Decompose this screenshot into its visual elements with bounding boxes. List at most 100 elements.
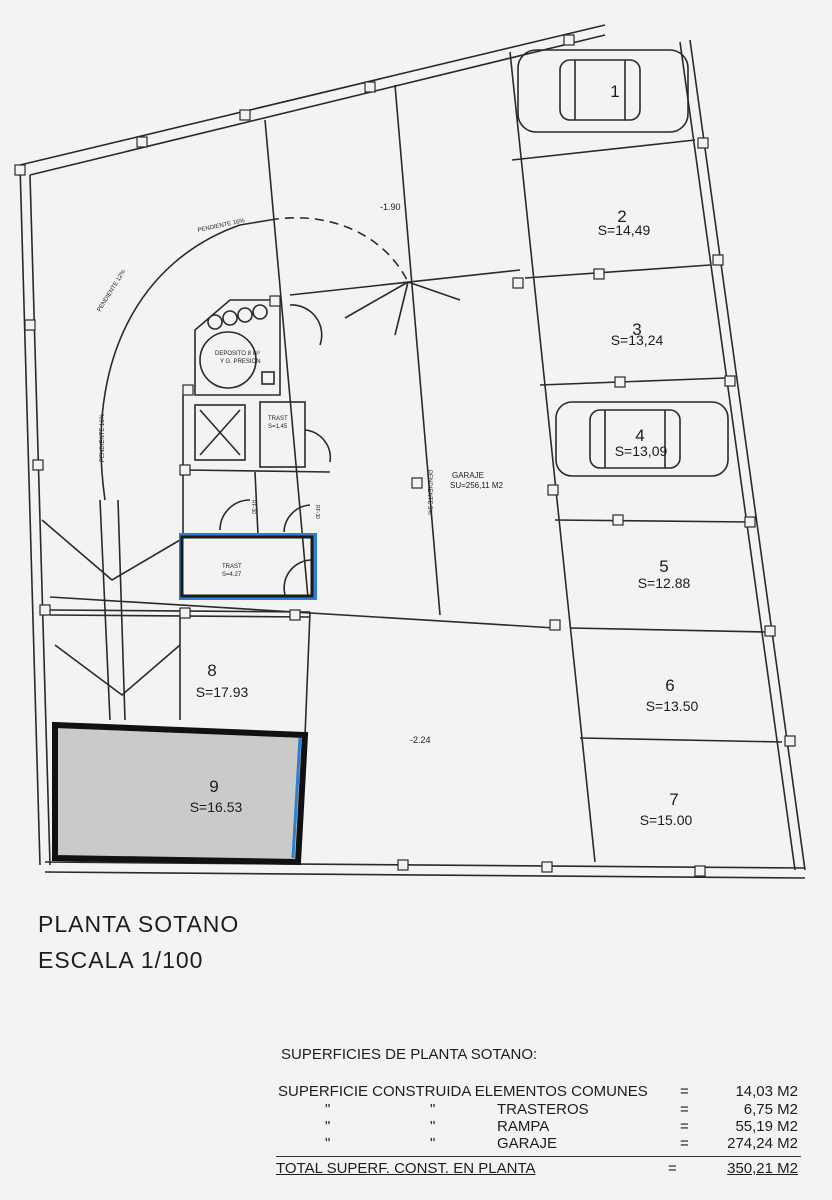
slot-7-area: S=15.00: [640, 812, 693, 828]
marker-icon: [612, 514, 624, 526]
eq-sign: =: [668, 1160, 677, 1177]
storage-lower-label-1: TRAST: [222, 564, 242, 570]
marker-icon: [179, 607, 191, 619]
marker-icon: [239, 109, 251, 121]
boundary-right-wall: [689, 39, 806, 871]
ramp-curve: [100, 219, 271, 501]
storage-upper-label-1: TRAST: [268, 416, 288, 422]
turning-line-2: [407, 281, 461, 301]
car-icon: [555, 401, 729, 477]
eq-sign: =: [680, 1101, 689, 1118]
deposit-label-1: DEPOSITO 8 m³: [215, 351, 260, 357]
parking-column-left: [509, 51, 596, 863]
ditto-mark: ": [430, 1118, 436, 1135]
ramp-chevrons-upper: [41, 519, 181, 581]
marker-icon: [364, 81, 376, 93]
total-value: 350,21 M2: [727, 1160, 798, 1177]
boundary-top-wall-inner: [29, 34, 606, 176]
deposit-door: [289, 304, 323, 346]
slot-9-blue-edge: [291, 737, 302, 859]
slope-label-mid: PENDIENTE 5%: [426, 470, 432, 515]
boundary-bottom-wall-inner: [44, 871, 806, 879]
row-label-storage: TRASTEROS: [497, 1101, 589, 1118]
ramp-wall-line: [264, 119, 309, 599]
tank-circle-4: [252, 304, 268, 320]
slot-6-area: S=13.50: [646, 698, 699, 714]
corridor-wall: [254, 471, 259, 536]
parking-divider-6-7: [579, 737, 783, 743]
boundary-left-wall-inner: [29, 174, 51, 866]
slot-2-area: S=14,49: [598, 222, 651, 238]
marker-icon: [14, 164, 26, 176]
deposit-label-2: Y G. PRESION: [220, 359, 261, 365]
boundary-bottom-wall: [44, 861, 806, 869]
marker-icon: [744, 516, 756, 528]
garage-column-line: [394, 84, 441, 616]
row-label-ramp: RAMPA: [497, 1118, 550, 1135]
basement-floor-plan: 1 2 S=14,49 3 S=13,24 4 S=13,09 5 S=12.8…: [14, 24, 806, 879]
storage-lower-door: [283, 559, 313, 596]
elevator-shaft: [194, 404, 246, 461]
slot-7-number: 7: [669, 790, 678, 809]
marker-icon: [39, 604, 51, 616]
marker-icon: [182, 384, 194, 396]
marker-icon: [593, 268, 605, 280]
pump-box: [261, 371, 275, 385]
marker-icon: [784, 735, 796, 747]
marker-icon: [289, 609, 301, 621]
total-divider: [276, 1156, 801, 1157]
marker-icon: [411, 477, 423, 489]
drawing-scale: ESCALA 1/100: [38, 947, 204, 973]
row-value-storage: 6,75 M2: [743, 1101, 798, 1118]
slot-9-area: S=16.53: [190, 799, 243, 815]
row-value-ramp: 55,19 M2: [735, 1118, 798, 1135]
eq-sign: =: [680, 1083, 689, 1100]
marker-icon: [512, 277, 524, 289]
parking-divider-5-6: [569, 627, 766, 633]
eq-sign: =: [680, 1118, 689, 1135]
level-upper: -1.90: [380, 202, 401, 212]
deposit-block: [194, 299, 281, 396]
marker-icon: [541, 861, 553, 873]
slot-5-area: S=12.88: [638, 575, 691, 591]
slot-8-number: 8: [207, 661, 216, 680]
marker-icon: [269, 295, 281, 307]
parking-divider-2-3: [524, 264, 711, 279]
ramp-left-inner: [99, 499, 111, 721]
ramp-chevrons-lower: [54, 644, 181, 697]
marker-icon: [764, 625, 776, 637]
marker-icon: [724, 375, 736, 387]
ditto-mark: ": [325, 1135, 331, 1152]
marker-icon: [614, 376, 626, 388]
garage-label-2: SU=256,11 M2: [450, 481, 504, 490]
row-label-common: SUPERFICIE CONSTRUIDA ELEMENTOS COMUNES: [278, 1083, 648, 1100]
ramp-right-inner: [117, 499, 126, 721]
slot-3-area: S=13,24: [611, 332, 664, 348]
storage-upper-room: [259, 401, 306, 468]
ditto-mark: ": [325, 1118, 331, 1135]
table-heading: SUPERFICIES DE PLANTA SOTANO:: [281, 1046, 538, 1063]
parking-divider-3-4: [539, 377, 726, 386]
corridor-door-2: [283, 504, 311, 533]
ditto-mark: ": [325, 1101, 331, 1118]
marker-icon: [563, 34, 575, 46]
row-label-garage: GARAJE: [497, 1135, 558, 1152]
storage-lower-label-2: S=4.27: [222, 572, 242, 578]
level-lower: -2.24: [410, 735, 431, 745]
marker-icon: [397, 859, 409, 871]
row-value-garage: 274,24 M2: [727, 1135, 798, 1152]
tank-circle-2: [222, 310, 238, 326]
slot-1-number: 1: [610, 82, 619, 101]
marker-icon: [694, 865, 706, 877]
parking-divider-4-5: [554, 519, 751, 523]
turning-line-1: [344, 281, 409, 319]
boundary-left-wall: [19, 164, 41, 866]
slope-label-left: PENDIENTE 16%: [100, 413, 106, 462]
tank-circle-3: [237, 307, 253, 323]
slot-9-fill: [52, 721, 309, 866]
boundary-top-wall: [19, 24, 606, 166]
ditto-mark: ": [430, 1101, 436, 1118]
ditto-mark: ": [430, 1135, 436, 1152]
corridor-door-1: [219, 499, 251, 531]
slot-5-number: 5: [659, 557, 668, 576]
